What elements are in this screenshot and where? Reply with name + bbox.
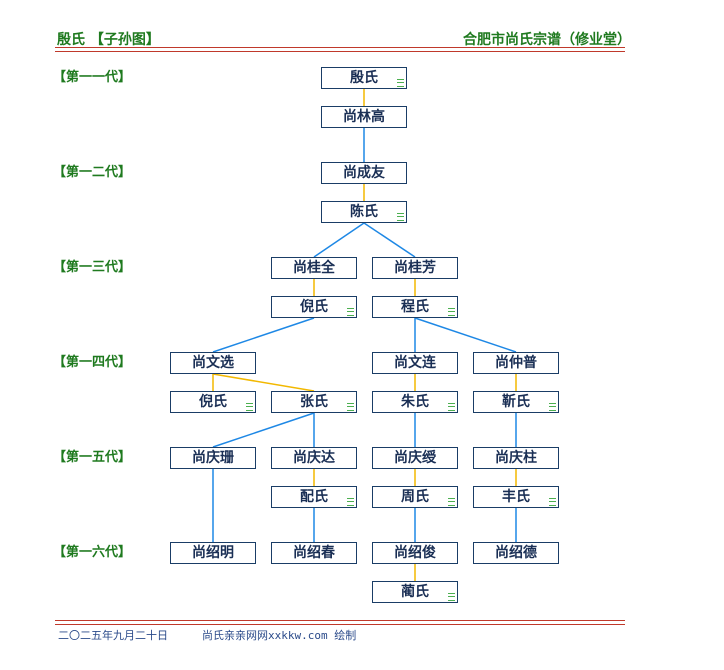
person-name: 张氏	[300, 394, 328, 410]
generation-label-13: 【第一三代】	[53, 260, 132, 275]
person-node-shang-shaochun[interactable]: 尚绍春	[271, 542, 357, 564]
generation-label-11: 【第一一代】	[53, 70, 132, 85]
person-name: 蔺氏	[401, 584, 429, 600]
person-node-lin[interactable]: 蔺氏	[372, 581, 458, 603]
spouse-marker-icon	[397, 79, 404, 87]
person-node-pei[interactable]: 配氏	[271, 486, 357, 508]
person-name: 配氏	[300, 489, 328, 505]
spouse-marker-icon	[246, 403, 253, 411]
person-node-shang-qingshou[interactable]: 尚庆绶	[372, 447, 458, 469]
generation-label-15: 【第一五代】	[53, 450, 132, 465]
person-name: 尚庆珊	[192, 450, 234, 466]
person-name: 陈氏	[350, 204, 378, 220]
spouse-marker-icon	[397, 213, 404, 221]
person-node-shang-guiquan[interactable]: 尚桂全	[271, 257, 357, 279]
spouse-marker-icon	[549, 498, 556, 506]
generation-label-12: 【第一二代】	[53, 165, 132, 180]
person-name: 尚仲普	[495, 355, 537, 371]
spouse-marker-icon	[347, 403, 354, 411]
person-node-cheng[interactable]: 程氏	[372, 296, 458, 318]
footer-date: 二〇二五年九月二十日	[58, 629, 168, 642]
person-name: 周氏	[401, 489, 429, 505]
descent-line	[363, 222, 416, 258]
person-node-shang-shaode[interactable]: 尚绍德	[473, 542, 559, 564]
person-node-shang-zhongpu[interactable]: 尚仲普	[473, 352, 559, 374]
footer-rule-top	[55, 620, 625, 621]
person-node-zhang[interactable]: 张氏	[271, 391, 357, 413]
person-node-shang-wenxuan[interactable]: 尚文选	[170, 352, 256, 374]
person-node-shang-shaojun[interactable]: 尚绍俊	[372, 542, 458, 564]
person-name: 尚庆柱	[495, 450, 537, 466]
generation-label-16: 【第一六代】	[53, 545, 132, 560]
genealogy-title: 合肥市尚氏宗谱（修业堂）	[463, 32, 631, 48]
header-rule-top	[55, 47, 625, 48]
person-node-shang-qingshan[interactable]: 尚庆珊	[170, 447, 256, 469]
person-node-shang-chengyou[interactable]: 尚成友	[321, 162, 407, 184]
person-name: 尚桂芳	[394, 260, 436, 276]
person-node-shang-shaoming[interactable]: 尚绍明	[170, 542, 256, 564]
spouse-marker-icon	[448, 308, 455, 316]
spouse-marker-icon	[448, 593, 455, 601]
footer-rule-bottom	[55, 624, 625, 625]
person-name: 尚绍德	[495, 545, 537, 561]
person-name: 尚文选	[192, 355, 234, 371]
descent-line	[414, 317, 517, 353]
person-node-shang-guifang[interactable]: 尚桂芳	[372, 257, 458, 279]
person-name: 尚桂全	[293, 260, 335, 276]
spouse-marker-icon	[549, 403, 556, 411]
person-node-ni-gen14[interactable]: 倪氏	[170, 391, 256, 413]
person-name: 尚庆达	[293, 450, 335, 466]
spouse-marker-icon	[448, 498, 455, 506]
person-name: 程氏	[401, 299, 429, 315]
person-name: 朱氏	[401, 394, 429, 410]
spouse-marker-icon	[448, 403, 455, 411]
person-name: 靳氏	[502, 394, 530, 410]
chart-title: 殷氏 【子孙图】	[57, 32, 160, 48]
spouse-marker-icon	[347, 308, 354, 316]
person-name: 尚成友	[343, 165, 385, 181]
person-node-yin[interactable]: 殷氏	[321, 67, 407, 89]
header-rule-bottom	[55, 51, 625, 52]
spouse-marker-icon	[347, 498, 354, 506]
person-node-ni-gen13[interactable]: 倪氏	[271, 296, 357, 318]
descent-line	[212, 317, 315, 353]
person-node-shang-qingzhu[interactable]: 尚庆柱	[473, 447, 559, 469]
descent-line	[313, 222, 365, 258]
person-node-zhou[interactable]: 周氏	[372, 486, 458, 508]
person-name: 殷氏	[350, 70, 378, 86]
person-name: 尚文连	[394, 355, 436, 371]
person-node-shang-linggao[interactable]: 尚林高	[321, 106, 407, 128]
generation-label-14: 【第一四代】	[53, 355, 132, 370]
person-node-shang-qingda[interactable]: 尚庆达	[271, 447, 357, 469]
person-name: 倪氏	[199, 394, 227, 410]
person-name: 丰氏	[502, 489, 530, 505]
person-node-zhu[interactable]: 朱氏	[372, 391, 458, 413]
person-name: 尚绍春	[293, 545, 335, 561]
person-node-shang-wenlian[interactable]: 尚文连	[372, 352, 458, 374]
person-name: 尚绍明	[192, 545, 234, 561]
person-name: 尚庆绶	[394, 450, 436, 466]
descent-line	[212, 412, 315, 448]
person-node-chen[interactable]: 陈氏	[321, 201, 407, 223]
person-name: 倪氏	[300, 299, 328, 315]
person-name: 尚林高	[343, 109, 385, 125]
person-node-feng[interactable]: 丰氏	[473, 486, 559, 508]
person-node-jin[interactable]: 靳氏	[473, 391, 559, 413]
marriage-line	[212, 373, 315, 392]
footer-credit: 尚氏亲亲网网xxkkw.com 绘制	[202, 629, 357, 642]
person-name: 尚绍俊	[394, 545, 436, 561]
